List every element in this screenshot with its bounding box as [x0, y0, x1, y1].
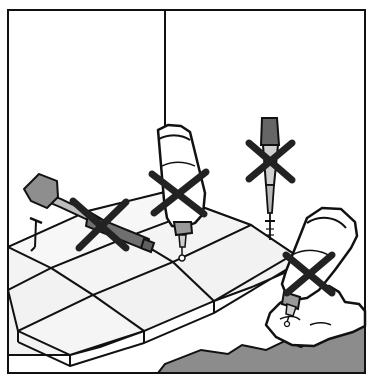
- cross-mark-icon: [69, 197, 130, 252]
- tile-thickness-line: [17, 264, 295, 367]
- floor-shadow-spill: [155, 318, 366, 374]
- spill-curve-2: [309, 322, 332, 326]
- cross-mark-icon: [245, 139, 296, 184]
- cross-mark-icon: [148, 168, 210, 218]
- nail-icon: [29, 216, 43, 252]
- spill-curve-1: [279, 315, 301, 321]
- cross-mark-icon: [282, 251, 336, 297]
